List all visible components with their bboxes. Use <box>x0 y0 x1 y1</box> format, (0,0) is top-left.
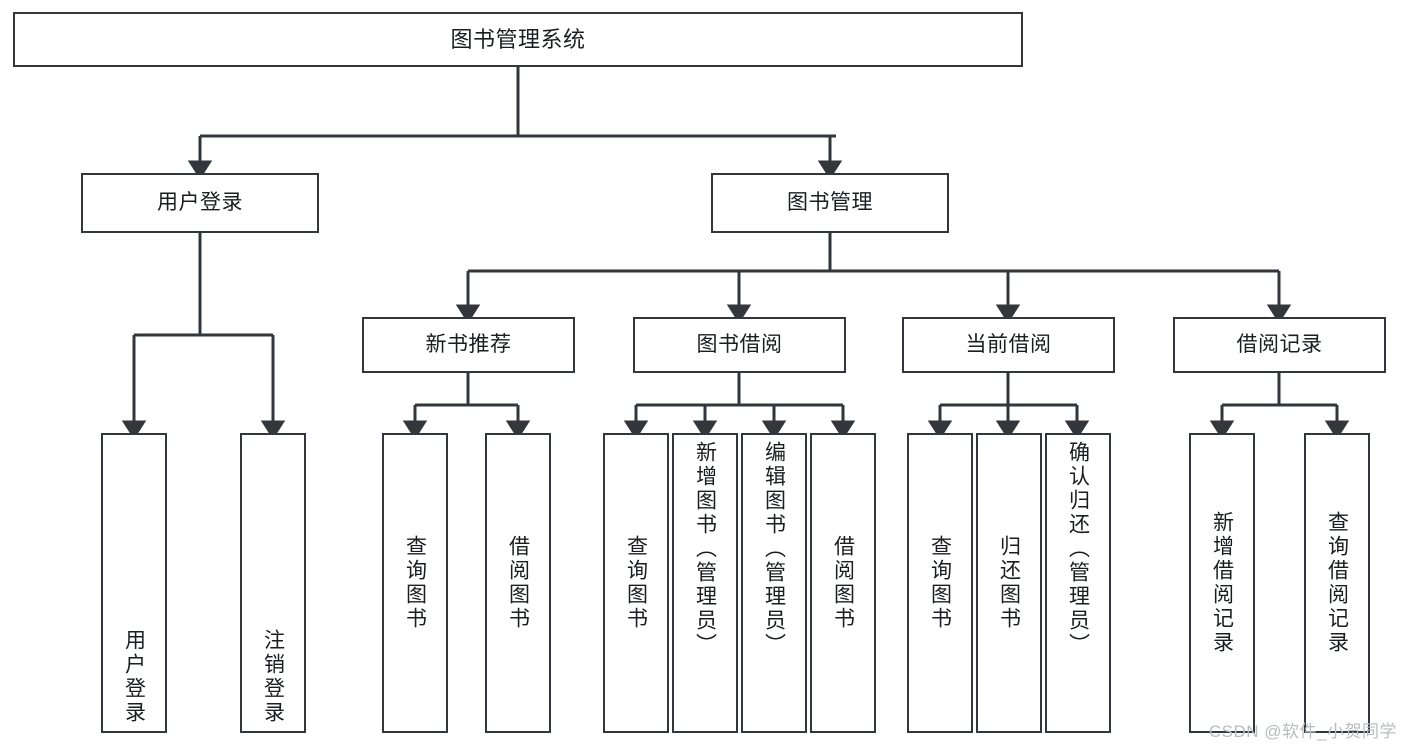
leaf-borrow-book-2[interactable]: 借阅图书 <box>810 433 876 733</box>
node-book-borrow-label: 图书借阅 <box>696 332 783 356</box>
leaf-add-record-label: 新增借阅记录 <box>1210 511 1234 655</box>
leaf-return-book[interactable]: 归还图书 <box>976 433 1042 733</box>
node-root-label: 图书管理系统 <box>450 26 586 52</box>
leaf-query-book-1[interactable]: 查询图书 <box>382 433 448 733</box>
leaf-add-book-label: 新增图书（管理员） <box>693 441 717 657</box>
leaf-borrow-book-1-label: 借阅图书 <box>506 535 530 631</box>
leaf-user-login-label: 用户登录 <box>122 629 146 725</box>
leaf-query-book-2[interactable]: 查询图书 <box>603 433 669 733</box>
node-user-login[interactable]: 用户登录 <box>81 173 319 233</box>
csdn-watermark: CSDN @软件_小贺同学 <box>1208 722 1397 741</box>
leaf-return-book-label: 归还图书 <box>997 535 1021 631</box>
leaf-query-book-3[interactable]: 查询图书 <box>907 433 973 733</box>
node-borrow-record-label: 借阅记录 <box>1236 332 1323 356</box>
node-root[interactable]: 图书管理系统 <box>13 12 1023 67</box>
node-book-manage[interactable]: 图书管理 <box>711 173 949 233</box>
leaf-confirm-return-label: 确认归还（管理员） <box>1066 441 1090 657</box>
leaf-edit-book-label: 编辑图书（管理员） <box>762 441 786 657</box>
leaf-query-record[interactable]: 查询借阅记录 <box>1304 433 1370 733</box>
node-borrow-record[interactable]: 借阅记录 <box>1173 317 1386 373</box>
leaf-add-record[interactable]: 新增借阅记录 <box>1189 433 1255 733</box>
node-book-borrow[interactable]: 图书借阅 <box>633 317 846 373</box>
leaf-logout-login[interactable]: 注销登录 <box>240 433 306 733</box>
leaf-add-book[interactable]: 新增图书（管理员） <box>672 433 738 733</box>
leaf-user-login[interactable]: 用户登录 <box>101 433 167 733</box>
node-new-book-recommend-label: 新书推荐 <box>425 332 512 356</box>
node-current-borrow-label: 当前借阅 <box>965 332 1052 356</box>
node-current-borrow[interactable]: 当前借阅 <box>902 317 1115 373</box>
leaf-borrow-book-2-label: 借阅图书 <box>831 535 855 631</box>
node-user-login-label: 用户登录 <box>157 190 243 214</box>
node-book-manage-label: 图书管理 <box>787 190 873 214</box>
leaf-edit-book[interactable]: 编辑图书（管理员） <box>741 433 807 733</box>
leaf-query-book-2-label: 查询图书 <box>624 535 648 631</box>
node-new-book-recommend[interactable]: 新书推荐 <box>362 317 575 373</box>
leaf-query-book-3-label: 查询图书 <box>928 535 952 631</box>
leaf-borrow-book-1[interactable]: 借阅图书 <box>485 433 551 733</box>
leaf-confirm-return[interactable]: 确认归还（管理员） <box>1045 433 1111 733</box>
leaf-query-record-label: 查询借阅记录 <box>1325 511 1349 655</box>
leaf-query-book-1-label: 查询图书 <box>403 535 427 631</box>
leaf-logout-login-label: 注销登录 <box>261 629 285 725</box>
